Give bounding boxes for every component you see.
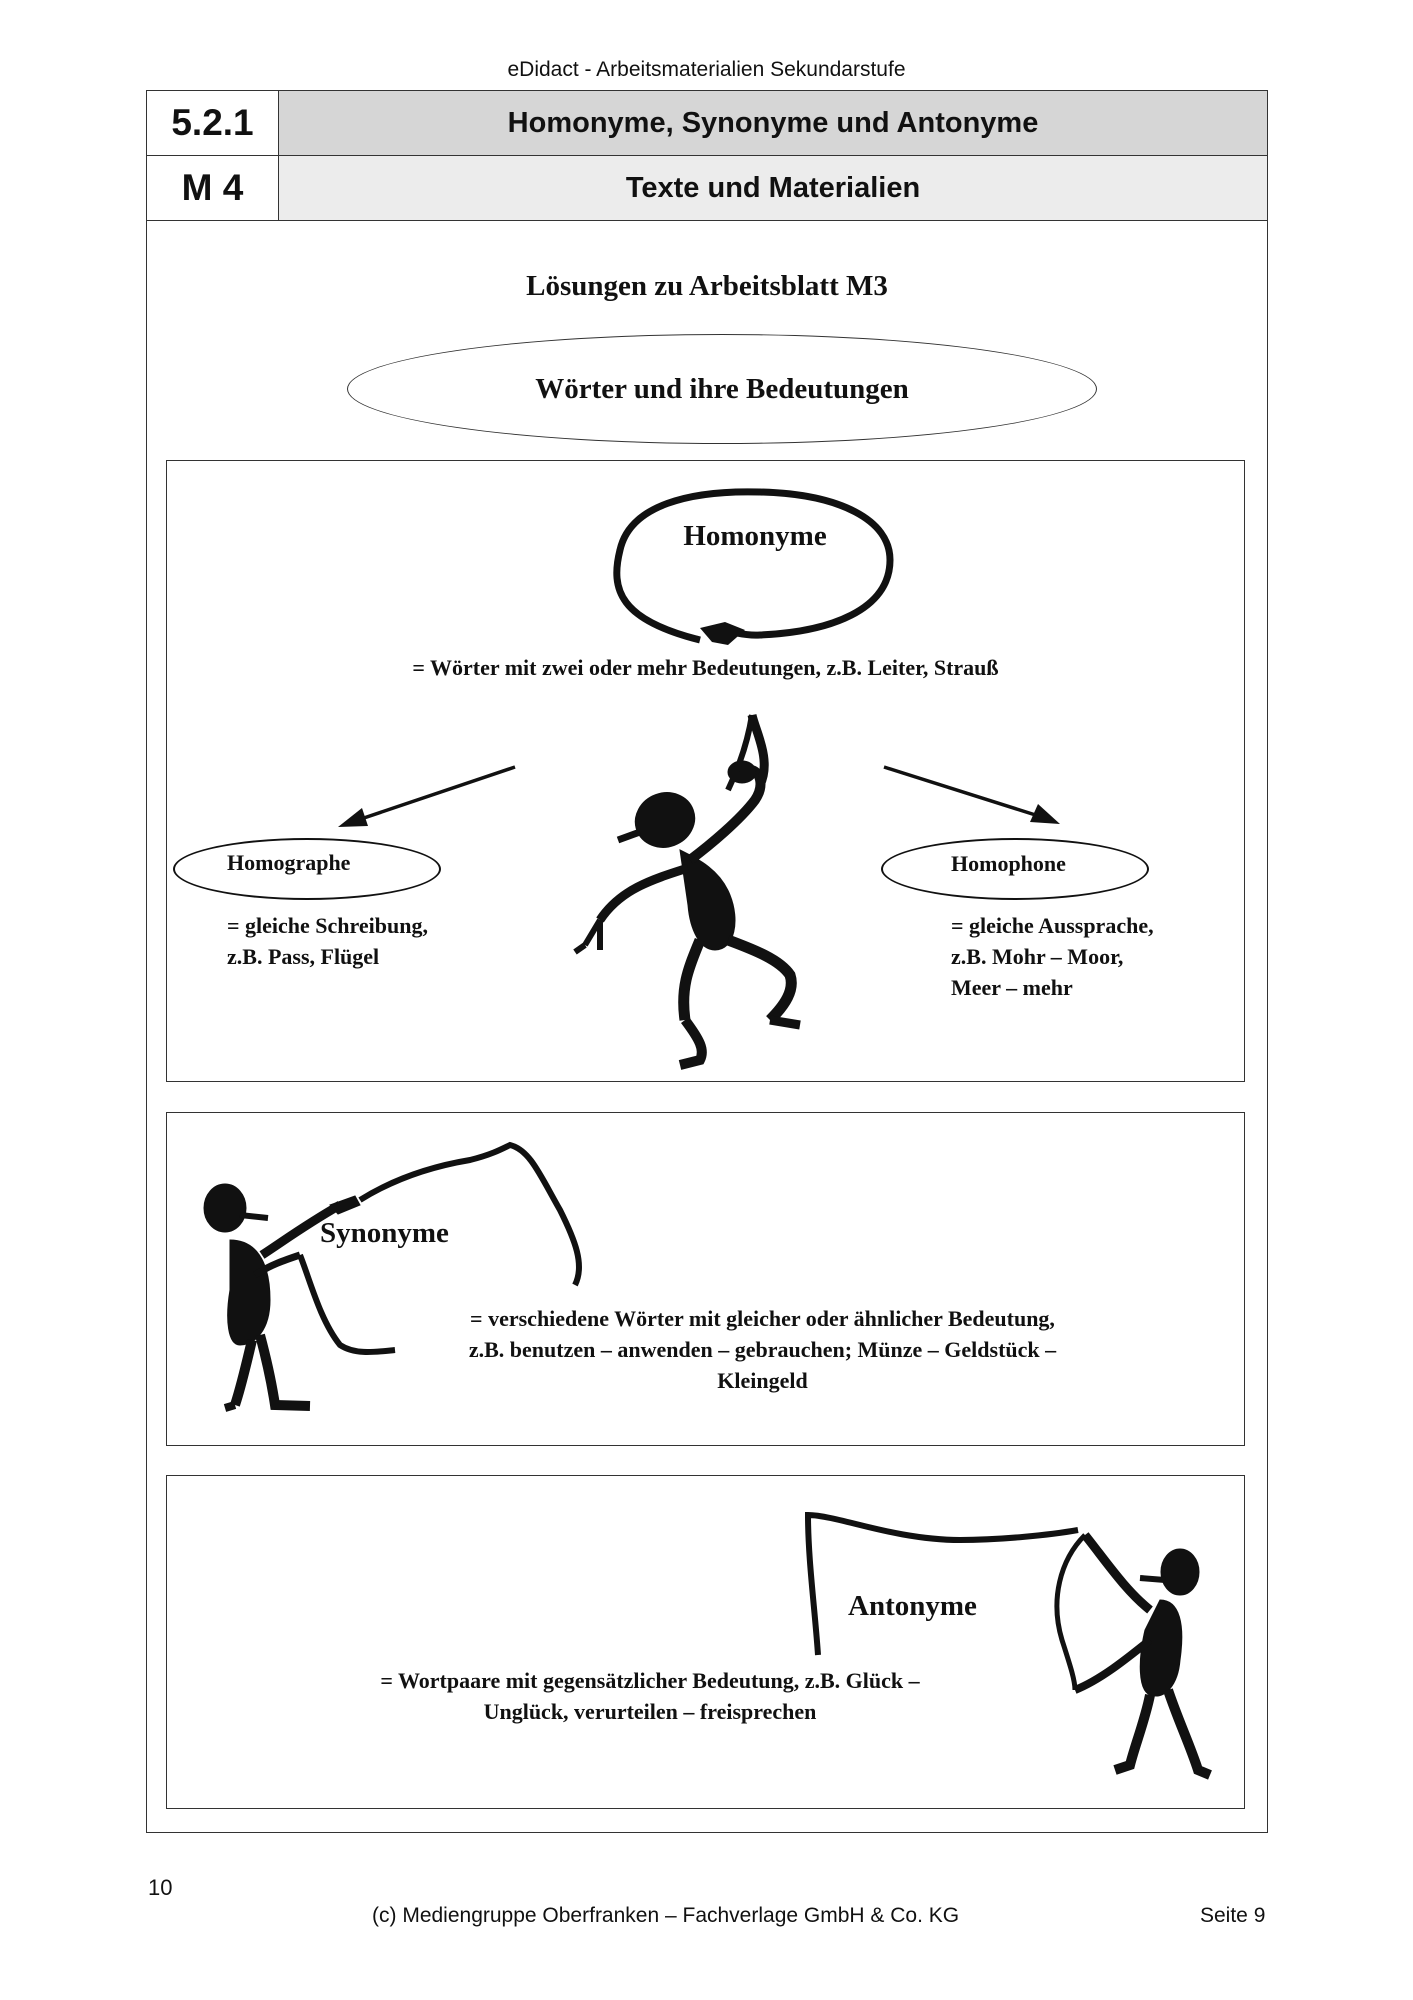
synonyme-line: Kleingeld (717, 1368, 808, 1393)
pointing-figure-icon (203, 1141, 583, 1412)
arrow-to-homographe (351, 765, 516, 824)
synonyme-line: z.B. benutzen – anwenden – gebrauchen; M… (468, 1337, 1057, 1362)
arrow-to-homophone (883, 765, 1046, 820)
publisher-header: eDidact - Arbeitsmaterialien Sekundarstu… (507, 58, 906, 81)
section-number: 5.2.1 (147, 91, 279, 155)
material-number: M 4 (147, 156, 279, 220)
material-title: Texte und Materialien (279, 156, 1267, 220)
homophone-definition: = gleiche Aussprache, z.B. Mohr – Moor, … (951, 910, 1154, 1003)
footer-page-label: Seite 9 (1200, 1904, 1266, 1927)
pulling-figure-icon (804, 1511, 1212, 1780)
homonyme-speech-bubble (613, 488, 894, 644)
antonyme-box (166, 1475, 1245, 1809)
bubble-knot-icon (700, 622, 745, 645)
subtitle-text: Wörter und ihre Bedeutungen (535, 372, 909, 405)
homonyme-label: Homonyme (683, 520, 827, 552)
synonyme-definition: = verschiedene Wörter mit gleicher oder … (400, 1303, 1125, 1396)
homonyme-box (166, 460, 1245, 1082)
homophone-label: Homophone (951, 851, 1066, 876)
homographe-definition: = gleiche Schreibung, z.B. Pass, Flügel (227, 910, 428, 972)
arrow-head-right-icon (1030, 804, 1060, 824)
page-number: 10 (148, 1875, 173, 1900)
worksheet-frame: 5.2.1 Homonyme, Synonyme und Antonyme M … (146, 90, 1268, 1833)
homophone-ellipse (881, 838, 1149, 900)
subtitle-ellipse: Wörter und ihre Bedeutungen (347, 334, 1097, 444)
section-title: Homonyme, Synonyme und Antonyme (279, 91, 1267, 155)
antonyme-definition: = Wortpaare mit gegensätzlicher Bedeutun… (310, 1665, 990, 1727)
homographe-line: = gleiche Schreibung, (227, 913, 428, 938)
footer-copyright: (c) Mediengruppe Oberfranken – Fachverla… (372, 1904, 960, 1927)
homophone-line: = gleiche Aussprache, (951, 913, 1154, 938)
synonyme-box (166, 1112, 1245, 1446)
synonyme-label: Synonyme (320, 1217, 449, 1249)
antonyme-line: = Wortpaare mit gegensätzlicher Bedeutun… (380, 1668, 920, 1693)
homographe-ellipse (173, 838, 441, 900)
arrow-head-left-icon (338, 808, 368, 827)
dancing-figure-icon (573, 713, 801, 1070)
material-header-row: M 4 Texte und Materialien (147, 156, 1267, 221)
section-header-row: 5.2.1 Homonyme, Synonyme und Antonyme (147, 91, 1267, 156)
homophone-line: z.B. Mohr – Moor, (951, 944, 1124, 969)
antonyme-line: Unglück, verurteilen – freisprechen (483, 1699, 817, 1724)
homophone-line: Meer – mehr (951, 975, 1073, 1000)
synonyme-line: = verschiedene Wörter mit gleicher oder … (470, 1306, 1055, 1331)
homonyme-definition: = Wörter mit zwei oder mehr Bedeutungen,… (412, 655, 999, 680)
solution-title: Lösungen zu Arbeitsblatt M3 (526, 270, 888, 302)
homographe-label: Homographe (227, 850, 351, 875)
antonyme-label: Antonyme (848, 1590, 977, 1622)
homographe-line: z.B. Pass, Flügel (227, 944, 380, 969)
